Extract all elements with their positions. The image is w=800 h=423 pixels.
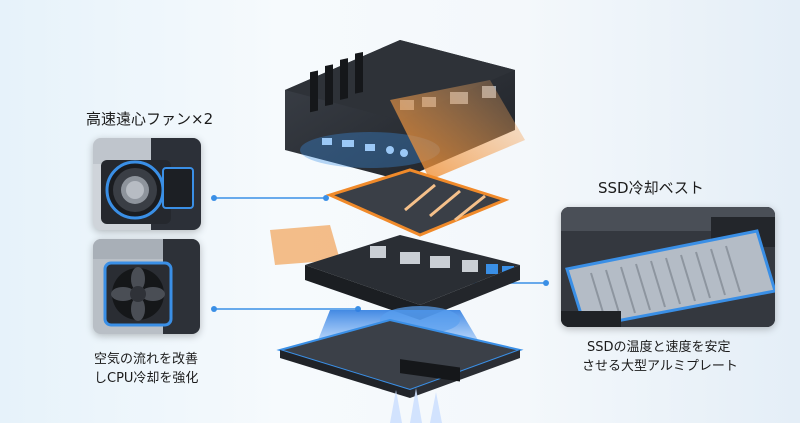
centrifugal-fan-image: [93, 138, 201, 230]
mini-pc-exploded-view-image: [270, 40, 525, 423]
callout-dot-ssd-right: [543, 280, 549, 286]
airflow-caption-line1: 空気の流れを改善: [94, 352, 199, 367]
callout-dot-cpu-left: [211, 306, 217, 312]
ssd-caption-line1: SSDの温度と速度を安定: [587, 340, 731, 355]
cpu-fan-image: [93, 239, 200, 334]
centrifugal-fan-photo: [93, 138, 201, 230]
cpu-fan-photo: [93, 239, 200, 334]
callout-dot-fan-right: [323, 195, 329, 201]
ssd-heatsink-image: [561, 207, 775, 327]
airflow-caption-line2: しCPU冷却を強化: [94, 371, 199, 386]
ssd-title: SSD冷却ベスト: [598, 179, 704, 197]
callout-dot-fan-left: [211, 195, 217, 201]
fan-title: 高速遠心ファン×2: [86, 110, 214, 128]
ssd-heatsink-photo: [561, 207, 775, 327]
ssd-caption-line2: させる大型アルミプレート: [582, 359, 738, 374]
